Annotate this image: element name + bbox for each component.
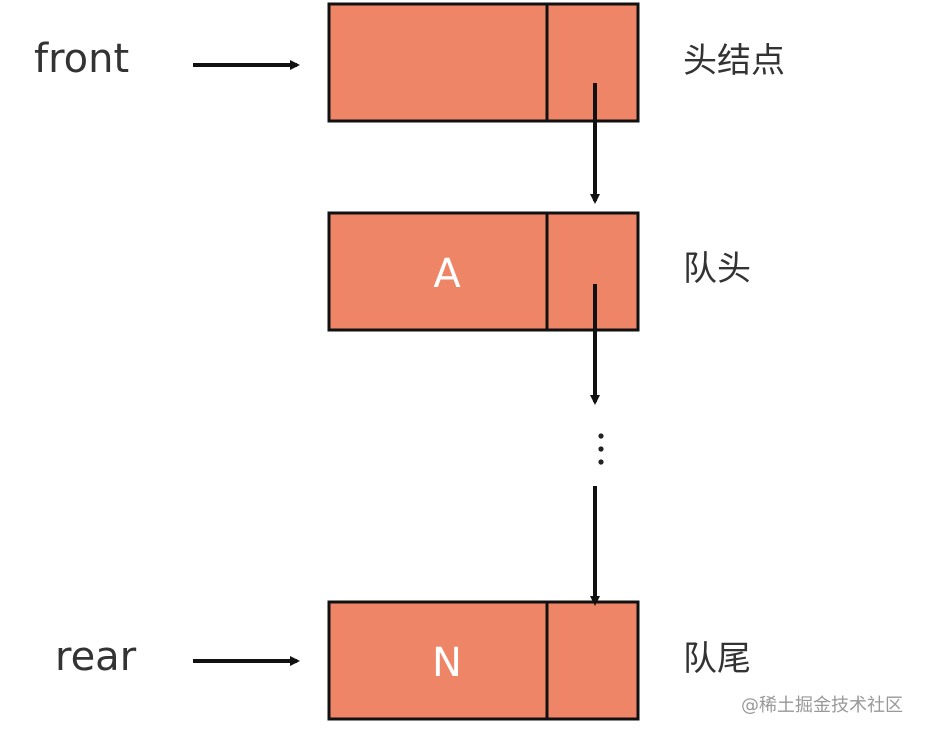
head-node-data-field xyxy=(327,2,549,123)
ellipsis-dot xyxy=(598,446,604,452)
head-node xyxy=(327,2,640,123)
front-pointer-label: front xyxy=(34,36,129,82)
head-node-side-label: 头结点 xyxy=(683,41,785,81)
node-a-value: A xyxy=(433,251,461,297)
ellipsis-dot xyxy=(598,459,604,465)
node-a-data-field xyxy=(327,211,549,332)
queue-tail-side-label: 队尾 xyxy=(683,639,751,679)
node-n-value: N xyxy=(432,640,462,686)
head-node-next-field xyxy=(545,2,640,123)
node-a-next-field xyxy=(545,211,640,332)
ellipsis-dot xyxy=(598,433,604,439)
rear-pointer-label: rear xyxy=(55,634,137,680)
vertical-ellipsis xyxy=(598,433,604,465)
node-n-data-field xyxy=(327,600,549,721)
node-n: N xyxy=(327,600,640,721)
node-a: A xyxy=(327,211,640,332)
queue-head-side-label: 队头 xyxy=(683,249,751,289)
node-n-next-field xyxy=(545,600,640,721)
watermark: @稀土掘金技术社区 xyxy=(741,695,903,716)
